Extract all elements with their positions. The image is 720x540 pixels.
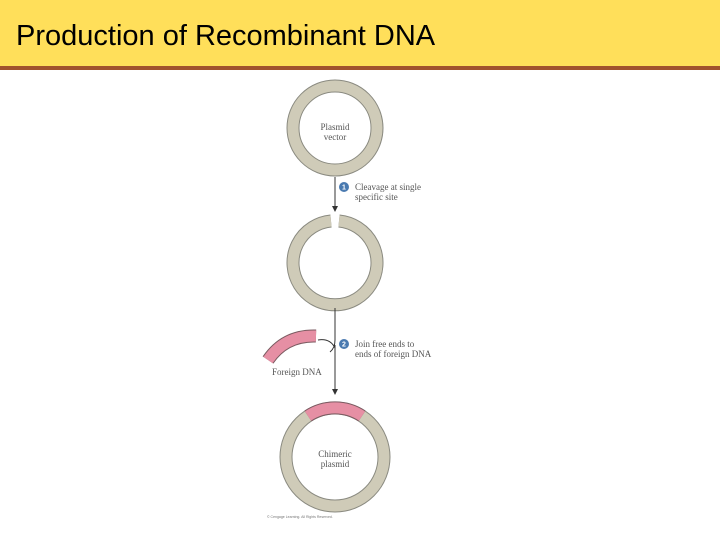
plasmid-vector-label-line1: Plasmid (320, 122, 350, 132)
step2-label-line1: Join free ends to (355, 339, 415, 349)
copyright-text: © Cengage Learning. All Rights Reserved. (267, 515, 333, 519)
title-bar: Production of Recombinant DNA (0, 0, 720, 70)
step2-join-curve (329, 308, 336, 353)
slide-title: Production of Recombinant DNA (16, 20, 436, 52)
step1-label-line1: Cleavage at single (355, 182, 421, 192)
step1-number: 1 (342, 185, 346, 192)
plasmid-vector-label-line2: vector (324, 132, 347, 142)
step1-label-line2: specific site (355, 192, 398, 202)
chimeric-plasmid (279, 401, 391, 513)
chimeric-plasmid-label-line1: Chimeric (318, 449, 352, 459)
step2-badge: 2 (339, 339, 349, 349)
cleaved-plasmid (286, 214, 384, 312)
foreign-dna-join-arrow (317, 339, 336, 349)
plasmid-vector (286, 79, 384, 177)
foreign-dna-fragment (262, 329, 317, 364)
chimeric-plasmid-label-line2: plasmid (321, 459, 350, 469)
step1-badge: 1 (339, 182, 349, 192)
step2-number: 2 (342, 342, 346, 349)
foreign-dna-label: Foreign DNA (272, 367, 322, 377)
step2-label-line2: ends of foreign DNA (355, 349, 432, 359)
